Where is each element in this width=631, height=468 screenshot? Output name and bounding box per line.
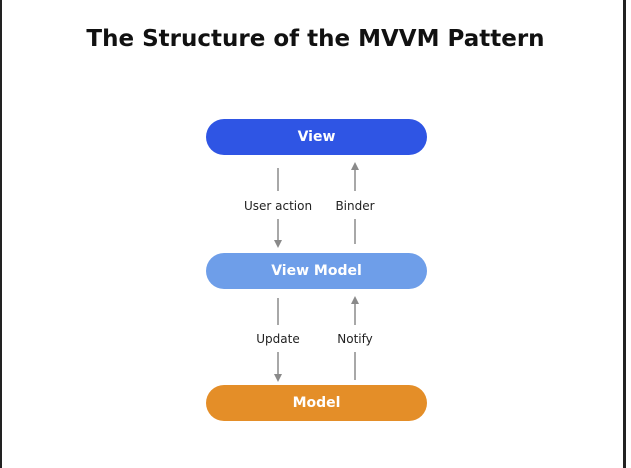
diagram-title: The Structure of the MVVM Pattern bbox=[86, 26, 545, 52]
node-model-label: Model bbox=[292, 395, 341, 411]
node-model: Model bbox=[206, 385, 427, 421]
node-view-label: View bbox=[297, 129, 336, 145]
node-view-model-label: View Model bbox=[271, 263, 362, 279]
edge-label-user-action: User action bbox=[243, 199, 313, 213]
edge-label-notify: Notify bbox=[337, 332, 373, 346]
node-view-model: View Model bbox=[206, 253, 427, 289]
node-view: View bbox=[206, 119, 427, 155]
edge-label-binder: Binder bbox=[335, 199, 375, 213]
edge-label-update: Update bbox=[256, 332, 300, 346]
